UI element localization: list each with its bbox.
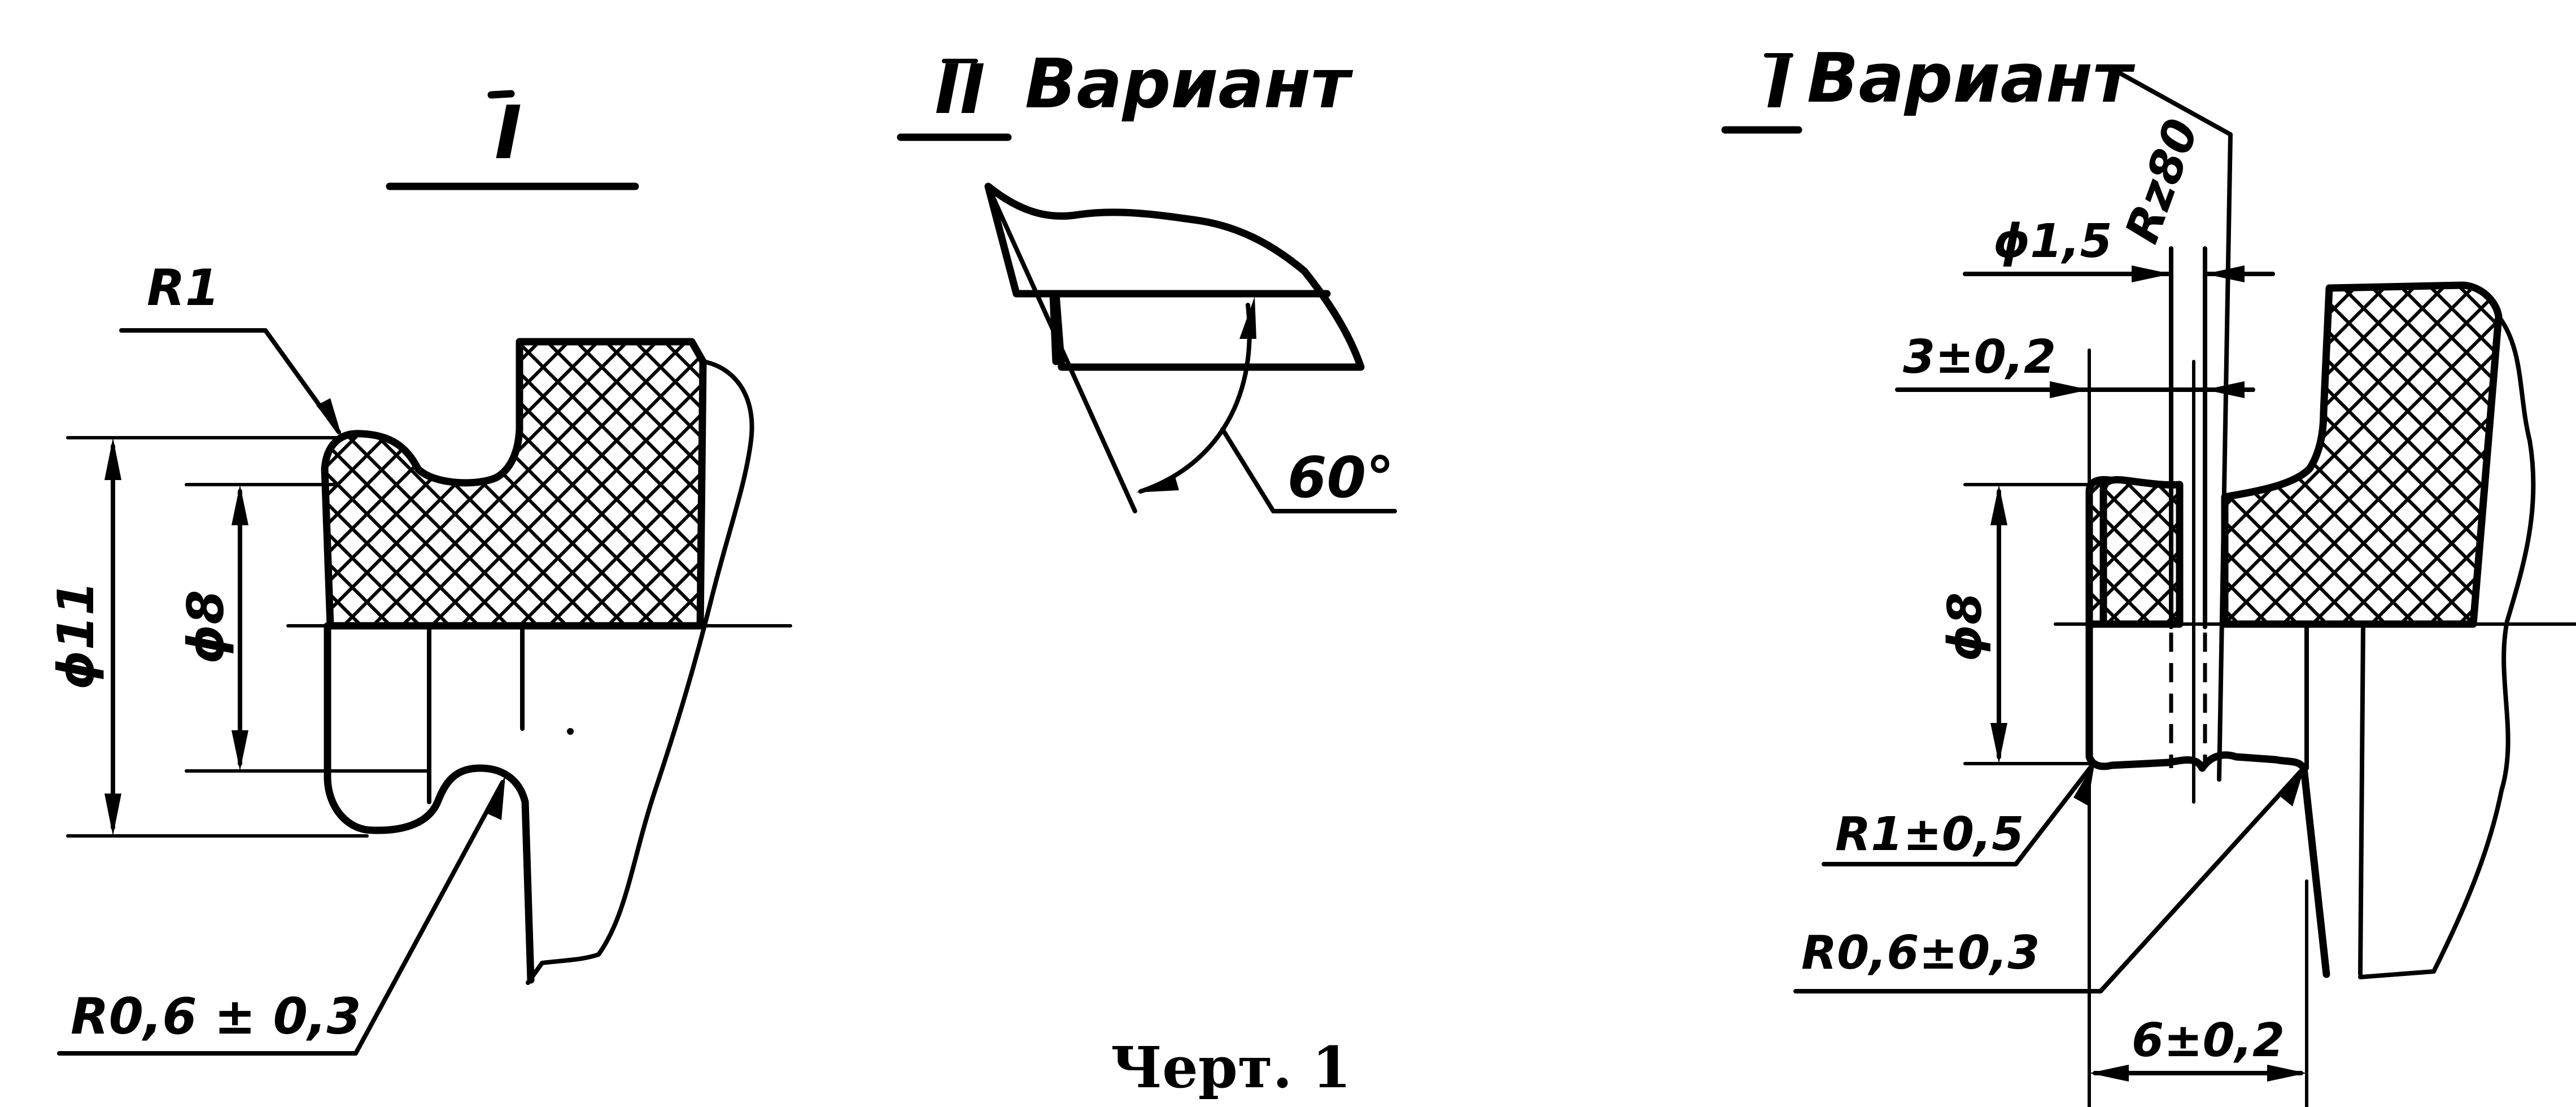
d11-arrow-top — [104, 438, 121, 480]
d8r-arrow-top — [1990, 485, 2007, 525]
r1-leader — [119, 328, 341, 434]
detail-view-I: I ϕ11 ϕ8 R1 R0,6 ± 0,3 — [47, 90, 792, 1056]
d8-arrow-bottom — [232, 730, 248, 771]
r06-left-label: R0,6 ± 0,3 — [71, 987, 361, 1045]
d8-left-label: ϕ8 — [177, 590, 235, 664]
detail-section-hatched — [321, 338, 707, 630]
d15-label: ϕ1,5 — [1993, 215, 2112, 268]
r06-right-arrow — [2280, 766, 2305, 807]
r1-label: R1 — [147, 259, 220, 317]
d15-arrow-left — [2132, 265, 2171, 282]
variant1-outer-line — [2358, 625, 2365, 977]
d8-right-label: ϕ8 — [1938, 592, 1992, 661]
d11-label: ϕ11 — [47, 581, 105, 690]
angle-arrow-top — [1239, 297, 1256, 339]
variant1-roman-label: I — [1766, 45, 1792, 124]
angle-arc — [1138, 303, 1252, 494]
d8r-arrow-bottom — [1990, 723, 2007, 764]
r1-tol-leader — [1822, 763, 2094, 866]
variant1-word: Вариант — [1807, 40, 2136, 118]
d8-arrow-top — [232, 485, 248, 525]
angle-arrow-bottom — [1136, 474, 1179, 493]
six-arrow-right — [2267, 1065, 2307, 1082]
detail-break-line — [526, 359, 754, 985]
three-label: 3±0,2 — [1903, 330, 2056, 384]
variant2-roman-label: II — [935, 51, 985, 129]
detail-roman-label: I — [495, 90, 522, 176]
angle-label: 60° — [1287, 444, 1394, 511]
r06-left-arrow — [487, 775, 505, 820]
detail-center-point — [567, 728, 574, 735]
variant2-wedge-outline — [984, 182, 1365, 371]
roman-overbar — [487, 90, 515, 99]
variant2-word: Вариант — [1025, 45, 1354, 124]
variant1-section-hatched — [2099, 476, 2184, 628]
three-arrow-left — [2050, 381, 2089, 398]
d15-arrow-right — [2205, 265, 2245, 282]
angle-leader — [1220, 427, 1397, 513]
detail-ring-lower — [324, 622, 535, 984]
variant1-section-right — [2221, 281, 2503, 628]
variant-I-view: I Вариант Rz80 ϕ1,5 — [1721, 40, 2576, 1107]
variant-II-view: II Вариант 60° — [897, 45, 1397, 513]
variant1-break-line — [2358, 314, 2536, 979]
r1-arrow — [316, 398, 342, 436]
d11-arrow-bottom — [104, 794, 121, 836]
three-arrow-right — [2205, 381, 2245, 398]
r06-left-leader — [57, 780, 505, 1056]
variant2-chamfer-line — [986, 184, 1137, 513]
r06-right-leader — [1793, 769, 2303, 993]
rz80-label: Rz80 — [2115, 112, 2209, 250]
r1-tol-label: R1±0,5 — [1835, 808, 2024, 861]
r06-right-label: R0,6±0,3 — [1801, 926, 2040, 980]
variant2-inner-step — [1049, 290, 1060, 365]
six-arrow-left — [2089, 1065, 2129, 1082]
figure-caption: Черт. 1 — [1111, 1034, 1351, 1101]
variant1-lower-outline — [2085, 620, 2330, 978]
six-label: 6±0,2 — [2132, 1014, 2285, 1067]
